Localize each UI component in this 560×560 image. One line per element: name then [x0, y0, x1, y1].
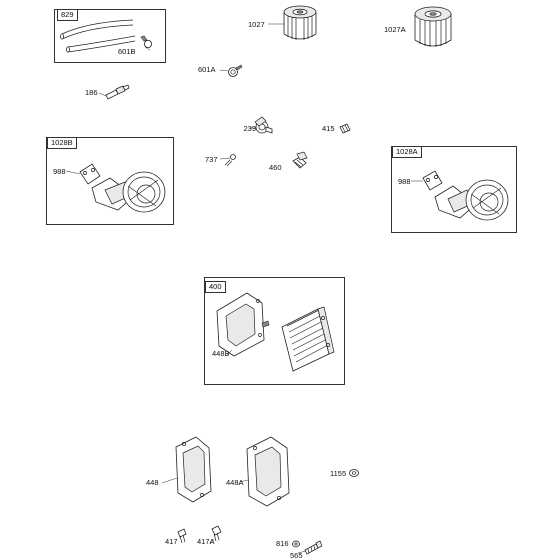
callout-601b: 601B — [118, 47, 136, 56]
group-tag-1028a: 1028A — [392, 146, 422, 159]
callout-415: 415 — [322, 124, 335, 133]
callout-417a: 417A — [197, 537, 215, 546]
plug-415 — [339, 123, 351, 134]
callout-448b: 448B — [212, 349, 230, 358]
callout-816: 816 — [276, 539, 289, 548]
fuel-hose-829 — [60, 19, 136, 53]
callout-988-right: 988 — [398, 177, 411, 186]
switch-239 — [249, 116, 273, 134]
group-box-1028b — [46, 137, 174, 225]
elbow-460 — [292, 151, 308, 169]
callout-737: 737 — [205, 155, 218, 164]
screw-737 — [219, 154, 236, 167]
callout-565: 565 — [290, 551, 303, 560]
fitting-186 — [98, 84, 130, 100]
group-box-1028a — [391, 146, 517, 233]
callout-239: 239 — [243, 124, 256, 133]
washer-1155 — [349, 469, 359, 477]
oil-filter-1027 — [268, 5, 317, 40]
callout-186: 186 — [85, 88, 98, 97]
washer-816 — [292, 540, 300, 548]
callout-448: 448 — [146, 478, 159, 487]
group-tag-829: 829 — [57, 9, 78, 22]
screw-417 — [177, 528, 187, 544]
group-box-829 — [54, 9, 166, 63]
stud-565 — [297, 540, 323, 555]
callout-1027a: 1027A — [384, 25, 406, 34]
clamp-601a — [219, 64, 243, 77]
callout-460: 460 — [269, 163, 282, 172]
callout-448a: 448A — [226, 478, 244, 487]
callout-601a: 601A — [198, 65, 216, 74]
group-box-400 — [204, 277, 345, 385]
callout-417: 417 — [165, 537, 178, 546]
bracket-448 — [161, 436, 212, 503]
group-tag-1028b: 1028B — [47, 137, 77, 150]
callout-1027: 1027 — [248, 20, 265, 29]
screw-417a — [209, 525, 222, 545]
bracket-448b — [216, 292, 270, 357]
oil-cooler-400 — [281, 306, 335, 372]
callout-988-left: 988 — [53, 167, 66, 176]
filter-adapter-1028a — [411, 170, 509, 221]
oil-filter-1027a — [414, 6, 452, 47]
filter-adapter-1028b — [65, 163, 166, 213]
callout-1155: 1155 — [330, 469, 347, 478]
bracket-448a — [239, 436, 290, 507]
clamp-601b — [140, 35, 152, 51]
group-tag-400: 400 — [205, 281, 226, 294]
